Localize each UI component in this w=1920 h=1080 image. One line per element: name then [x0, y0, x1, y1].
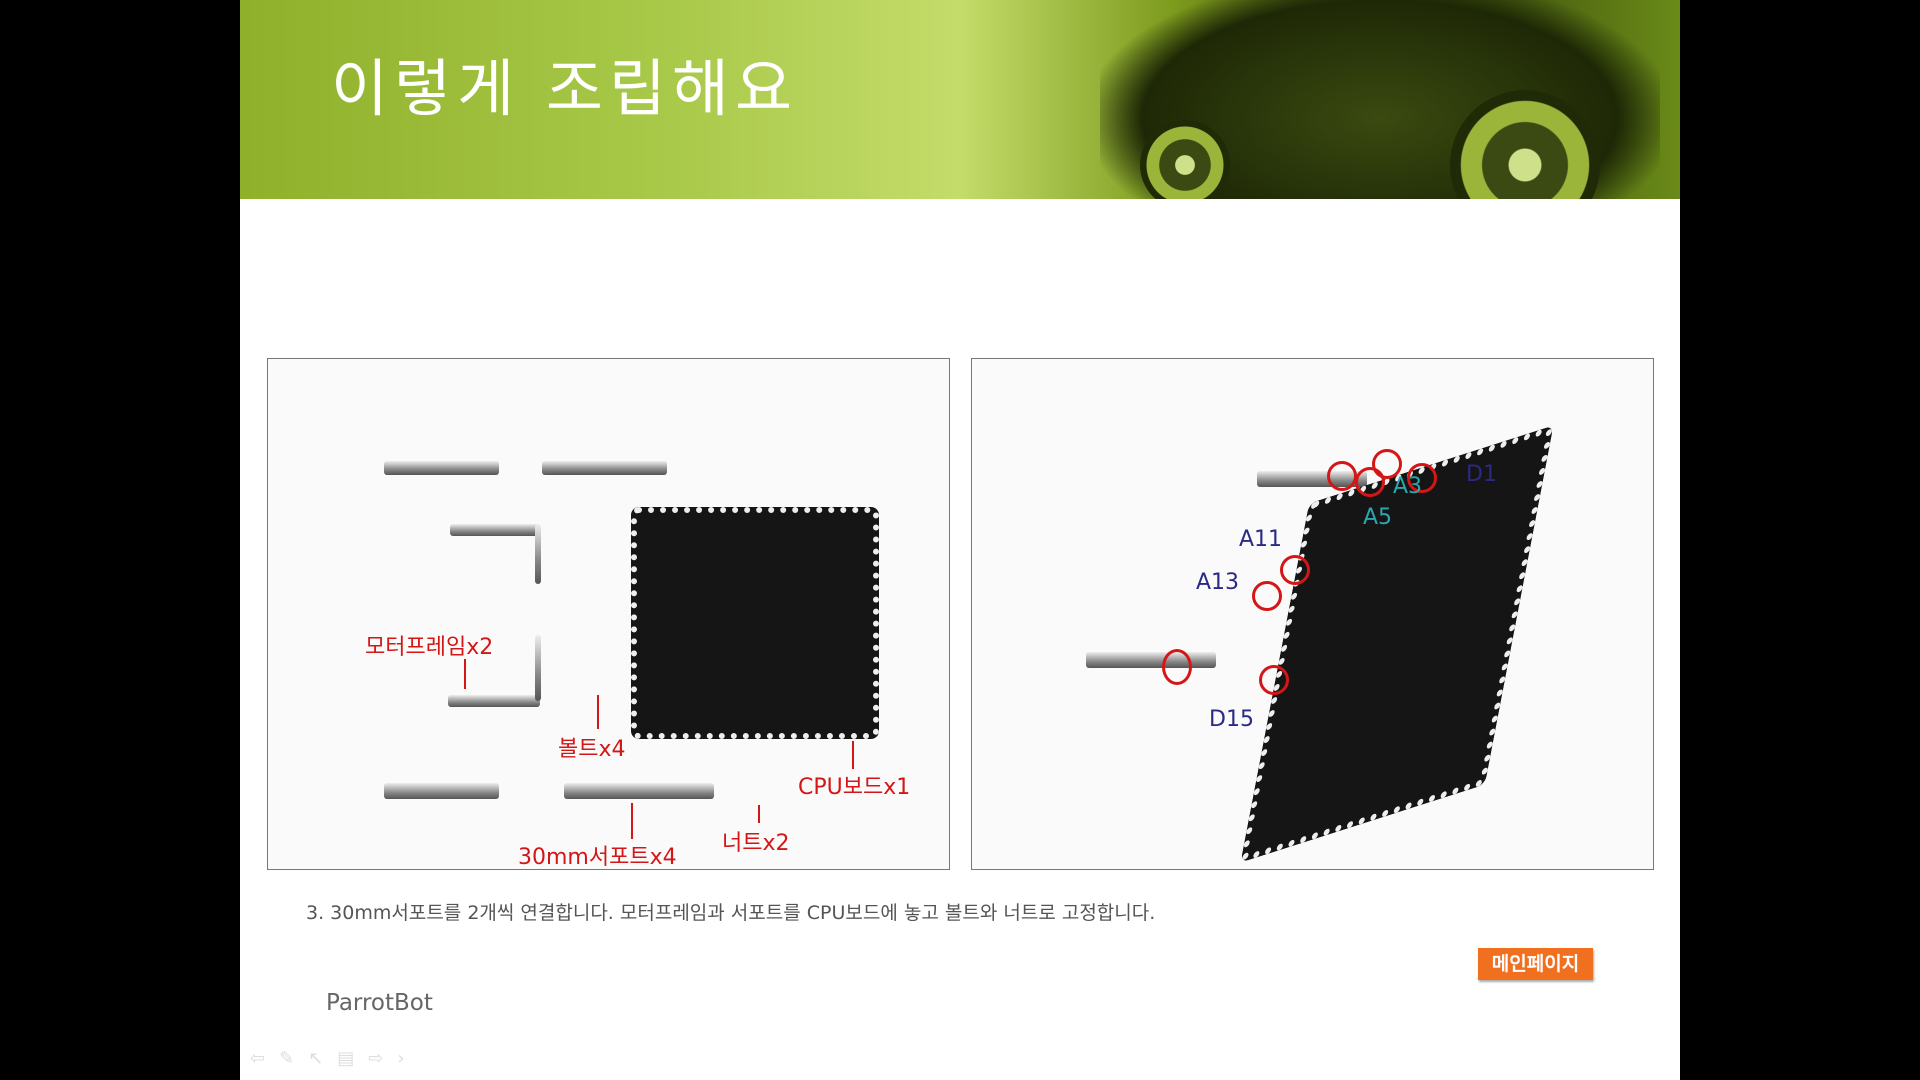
robot-wheel-image [1140, 120, 1230, 199]
slide: 이렇게 조립해요 모터프레임x2 볼트x4 CPU보드x1 너트x2 30mm서… [240, 0, 1680, 1080]
label-nut: 너트x2 [722, 831, 790, 856]
back-arrow-icon[interactable]: ⇦ [250, 1048, 266, 1069]
support-rod [564, 783, 714, 799]
highlight-circle [1162, 649, 1192, 685]
main-page-button[interactable]: 메인페이지 [1478, 948, 1593, 980]
support-rod [542, 461, 667, 475]
parts-photo-panel: 모터프레임x2 볼트x4 CPU보드x1 너트x2 30mm서포트x4 [267, 358, 950, 870]
label-d1: D1 [1466, 462, 1497, 487]
motor-frame [535, 524, 541, 584]
support-rod [1086, 652, 1216, 668]
label-bolt: 볼트x4 [558, 737, 626, 762]
label-cpu-board: CPU보드x1 [798, 775, 911, 800]
label-support: 30mm서포트x4 [518, 845, 677, 870]
support-rod [384, 461, 499, 475]
label-pointer [852, 741, 854, 769]
menu-icon[interactable]: ▤ [337, 1048, 355, 1069]
slide-nav-toolbar: ⇦ ✎ ↖ ▤ ⇨ › [250, 1048, 405, 1069]
highlight-circle [1355, 467, 1385, 497]
highlight-circle [1259, 665, 1289, 695]
label-a11: A11 [1239, 527, 1283, 552]
label-pointer [464, 659, 466, 689]
pointer-icon[interactable]: ↖ [308, 1048, 324, 1069]
support-rod [384, 783, 499, 799]
page-title: 이렇게 조립해요 [331, 52, 798, 125]
step-caption: 3. 30mm서포트를 2개씩 연결합니다. 모터프레임과 서포트를 CPU보드… [306, 902, 1156, 924]
motor-frame [450, 524, 540, 536]
footer-text: ParrotBot [326, 990, 433, 1016]
label-a3: A3 [1393, 474, 1423, 499]
label-a5: A5 [1363, 505, 1393, 530]
label-a13: A13 [1196, 570, 1240, 595]
label-pointer [631, 803, 633, 839]
highlight-circle [1372, 449, 1402, 479]
assembly-photo-panel: D1 A3 A5 A11 A13 D15 [971, 358, 1654, 870]
motor-frame [535, 635, 541, 701]
next-icon[interactable]: › [397, 1048, 405, 1069]
header-banner: 이렇게 조립해요 [240, 0, 1680, 199]
label-pointer [597, 695, 599, 729]
forward-arrow-icon[interactable]: ⇨ [368, 1048, 384, 1069]
highlight-circle [1252, 581, 1282, 611]
label-d15: D15 [1209, 707, 1254, 732]
label-pointer [758, 805, 760, 823]
highlight-circle [1280, 555, 1310, 585]
pen-icon[interactable]: ✎ [279, 1048, 295, 1069]
cpu-board-image [631, 507, 879, 739]
highlight-circle [1407, 463, 1437, 493]
label-motor-frame: 모터프레임x2 [365, 635, 494, 660]
highlight-circle [1327, 461, 1357, 491]
robot-wheel-image [1450, 90, 1600, 199]
motor-frame [448, 695, 540, 707]
